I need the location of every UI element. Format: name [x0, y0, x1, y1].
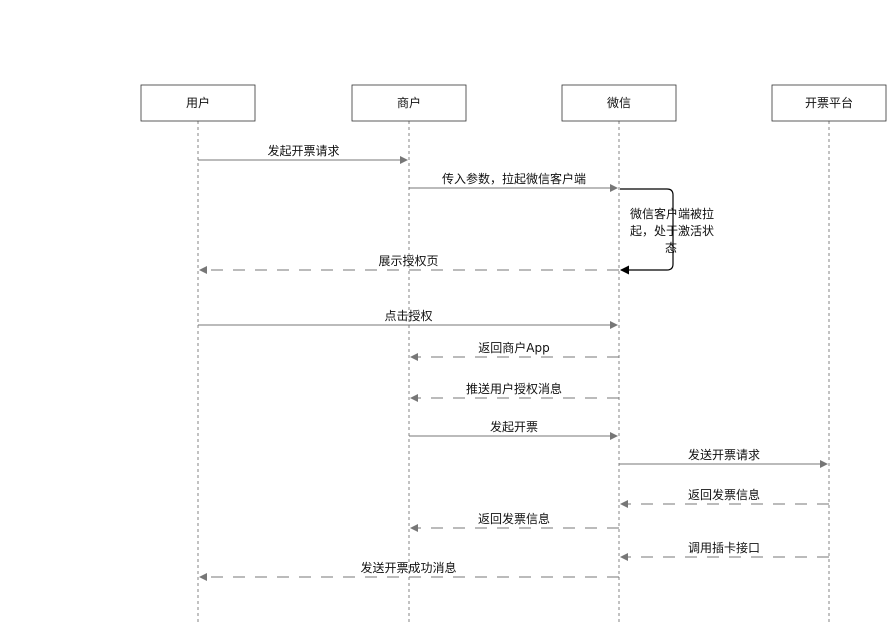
actor-label-wechat: 微信	[607, 96, 631, 110]
actor-box-invoice	[771, 84, 887, 122]
self-call-note-line: 微信客户端被拉	[630, 206, 714, 221]
message-label: 返回商户App	[478, 340, 549, 355]
self-call-note-line: 态	[665, 241, 677, 255]
message: 发起开票	[409, 419, 618, 440]
message-label: 返回发票信息	[688, 487, 760, 502]
message-label: 推送用户授权消息	[466, 381, 562, 396]
actor-label-merchant: 商户	[397, 95, 421, 110]
message-label: 返回发票信息	[478, 511, 550, 526]
message: 点击授权	[198, 308, 618, 329]
message: 返回发票信息	[620, 487, 829, 508]
self-call-note-line: 起，处于激活状	[630, 224, 714, 238]
message: 传入参数，拉起微信客户端	[409, 171, 618, 192]
message: 发送开票请求	[619, 447, 828, 468]
message-label: 调用插卡接口	[688, 540, 760, 555]
actor-box-merchant	[351, 84, 467, 122]
message-label: 发起开票	[490, 419, 538, 434]
message: 返回商户App	[410, 340, 619, 361]
message: 发起开票请求	[198, 143, 408, 164]
message: 返回发票信息	[410, 511, 619, 532]
message-label: 传入参数，拉起微信客户端	[442, 171, 586, 186]
message: 发送开票成功消息	[199, 560, 619, 581]
actor-label-invoice: 开票平台	[805, 95, 853, 110]
actor-box-wechat	[561, 84, 677, 122]
message: 调用插卡接口	[620, 540, 829, 561]
message-label: 展示授权页	[378, 253, 438, 268]
self-call-arrow	[620, 188, 674, 275]
message-label: 点击授权	[384, 308, 432, 323]
message: 展示授权页	[199, 253, 619, 274]
message-label: 发送开票成功消息	[360, 560, 456, 575]
message-label: 发起开票请求	[267, 143, 339, 158]
actor-label-user: 用户	[186, 95, 210, 110]
message-label: 发送开票请求	[688, 447, 760, 462]
actor-box-user	[140, 84, 256, 122]
message: 推送用户授权消息	[410, 381, 619, 402]
